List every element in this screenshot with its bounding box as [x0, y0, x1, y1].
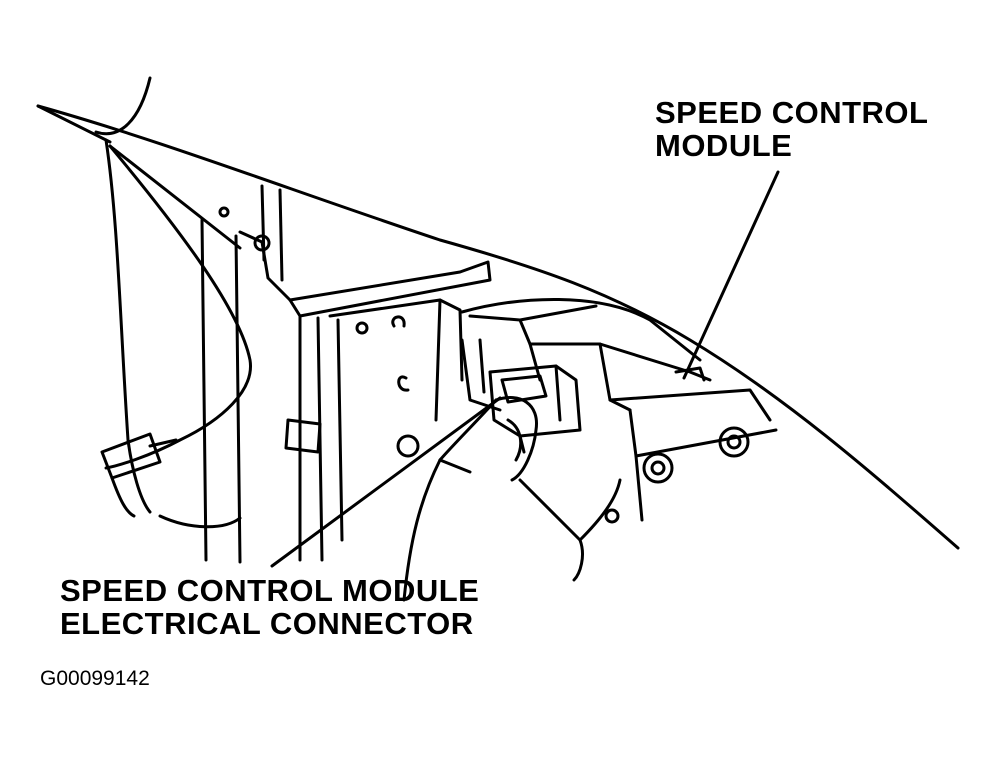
harness-clip — [100, 432, 178, 518]
label-line: SPEED CONTROL — [655, 95, 929, 130]
module-leader-line — [682, 170, 780, 380]
connector-label: SPEED CONTROL MODULE ELECTRICAL CONNECTO… — [60, 574, 479, 641]
figure-id: G00099142 — [40, 667, 150, 690]
speed-control-module — [460, 297, 778, 522]
dash-panel-edge — [36, 104, 960, 550]
label-line: SPEED CONTROL MODULE — [60, 573, 480, 608]
technician-hand — [402, 396, 622, 602]
leader-lines — [270, 170, 780, 568]
label-line: MODULE — [655, 128, 793, 164]
speed-control-module-label: SPEED CONTROL MODULE — [655, 96, 928, 163]
wiring-harness — [94, 76, 252, 529]
module-bolts — [604, 426, 750, 524]
label-line: ELECTRICAL CONNECTOR — [60, 606, 474, 642]
connector-leader-line — [270, 396, 502, 568]
support-plate — [284, 298, 464, 542]
